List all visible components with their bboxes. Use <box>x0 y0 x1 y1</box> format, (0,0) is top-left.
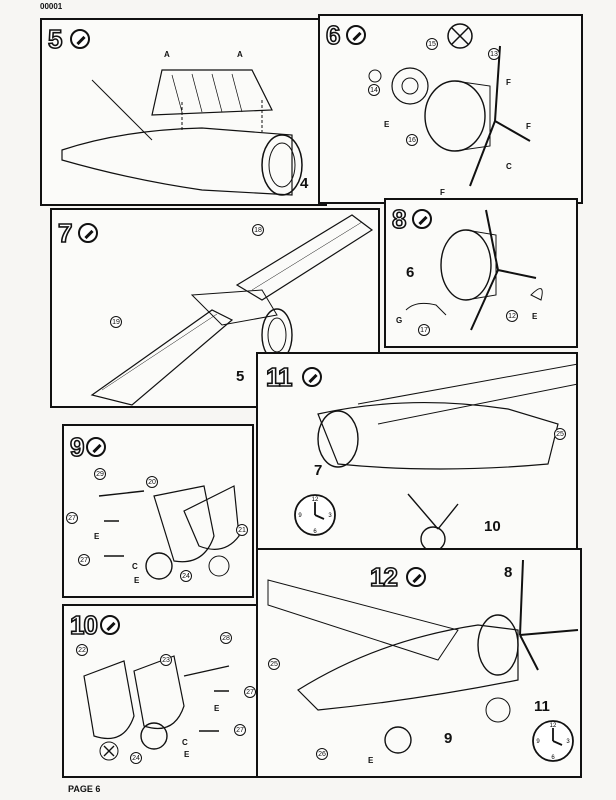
subassembly-number: 4 <box>300 175 309 192</box>
part-number: 17 <box>418 324 430 336</box>
landing-gear-parts-drawing <box>98 485 240 580</box>
step-5-panel: 5 A A 4 <box>40 18 327 206</box>
step-9-panel: 9 29 20 27 21 27 24 E C E <box>62 424 254 598</box>
tag-e: E <box>214 704 220 713</box>
tag-f: F <box>506 78 511 87</box>
part-number: 25 <box>268 658 280 670</box>
part-number: 21 <box>236 524 248 536</box>
tag-e: E <box>134 576 140 585</box>
subassembly-number: 6 <box>406 264 415 281</box>
aircraft-final-assembly-drawing <box>267 559 579 754</box>
part-number: 25 <box>554 428 566 440</box>
part-number: 14 <box>368 84 380 96</box>
part-number: 23 <box>160 654 172 666</box>
tag-e: E <box>184 750 190 759</box>
part-number: 27 <box>234 724 246 736</box>
part-number: 27 <box>244 686 256 698</box>
part-number: 26 <box>316 748 328 760</box>
tag-c: C <box>182 738 188 747</box>
tag-a: A <box>237 50 243 59</box>
glue-icon <box>86 437 106 457</box>
clock-mark: 12 <box>312 497 319 503</box>
glue-icon <box>406 567 426 587</box>
clock-mark: 12 <box>550 723 557 729</box>
glue-icon <box>70 29 90 49</box>
subassembly-number: 10 <box>484 518 501 535</box>
subassembly-number: 7 <box>314 462 323 479</box>
clock-mark: 3 <box>566 739 570 745</box>
step-number: 11 <box>265 362 293 392</box>
step-number: 7 <box>57 218 73 248</box>
part-number: 15 <box>426 38 438 50</box>
part-number: 16 <box>406 134 418 146</box>
clock-mark: 9 <box>298 513 302 519</box>
glue-icon <box>78 223 98 243</box>
subassembly-number: 9 <box>444 730 453 747</box>
part-number: 18 <box>252 224 264 236</box>
step-number: 9 <box>69 432 85 462</box>
part-number: 20 <box>146 476 158 488</box>
clock-icon: 12 3 6 9 <box>294 494 336 536</box>
part-number: 24 <box>130 752 142 764</box>
tag-f: F <box>440 188 445 197</box>
tag-f: F <box>526 122 531 131</box>
clock-icon: 12 3 6 9 <box>532 720 574 762</box>
step-number: 6 <box>325 20 341 50</box>
wing-assembly-drawing <box>90 214 374 406</box>
glue-icon <box>346 25 366 45</box>
part-number: 24 <box>180 570 192 582</box>
landing-gear-parts-drawing <box>83 655 230 761</box>
aircraft-landing-gear-drawing <box>317 363 576 550</box>
clock-mark: 6 <box>551 755 555 761</box>
part-number: 29 <box>94 468 106 480</box>
step-number: 10 <box>69 610 99 640</box>
tag-e: E <box>94 532 100 541</box>
glue-icon <box>302 367 322 387</box>
subassembly-number: 5 <box>236 368 245 385</box>
tag-c: C <box>132 562 138 571</box>
part-number: 19 <box>110 316 122 328</box>
step-number: 5 <box>47 24 63 54</box>
step-11-panel: 11 25 7 10 12 3 6 9 <box>256 352 578 552</box>
tag-e: E <box>368 756 374 765</box>
clock-mark: 3 <box>328 513 332 519</box>
step-number: 12 <box>369 562 399 592</box>
step-number: 8 <box>391 204 407 234</box>
subassembly-number: 11 <box>534 698 550 715</box>
page-label: PAGE 6 <box>68 784 101 794</box>
tag-e: E <box>532 312 538 321</box>
tag-g: G <box>396 316 403 325</box>
fuselage-cockpit-drawing <box>61 69 303 196</box>
part-number: 13 <box>488 48 500 60</box>
tag-c: C <box>506 162 512 171</box>
clock-mark: 6 <box>313 529 317 535</box>
tag-e: E <box>384 120 390 129</box>
step-6-panel: 6 15 13 14 16 F F E C F <box>318 14 583 204</box>
part-number: 27 <box>78 554 90 566</box>
engine-propeller-drawing <box>368 23 531 187</box>
tag-a: A <box>164 50 170 59</box>
step-10-panel: 10 22 23 28 27 27 24 E C E <box>62 604 258 778</box>
part-number: 12 <box>506 310 518 322</box>
part-number: 28 <box>220 632 232 644</box>
subassembly-number: 8 <box>504 564 513 581</box>
step-12-panel: 12 8 25 11 9 26 E 12 3 6 9 <box>256 548 582 778</box>
clock-mark: 9 <box>536 739 540 745</box>
part-number: 27 <box>66 512 78 524</box>
page-id: 00001 <box>40 2 63 11</box>
glue-icon <box>100 615 120 635</box>
step-8-panel: 8 6 G 17 12 E <box>384 198 578 348</box>
part-number: 22 <box>76 644 88 656</box>
glue-icon <box>412 209 432 229</box>
cowling-propeller-drawing <box>405 209 543 331</box>
